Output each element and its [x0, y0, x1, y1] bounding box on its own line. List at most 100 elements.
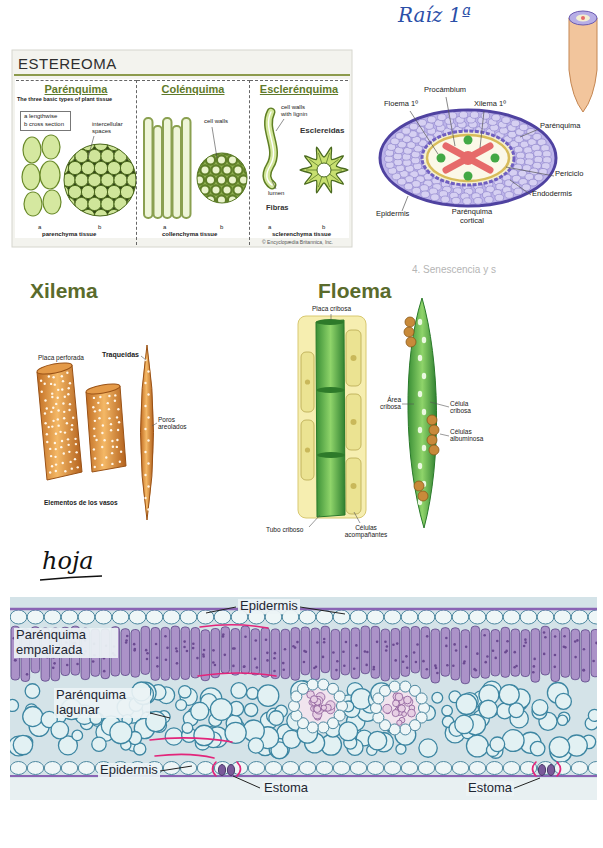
companion-cell: [346, 458, 361, 514]
chloroplast: [474, 669, 477, 672]
palisade-cells: [271, 629, 280, 679]
upper-epidermis: [418, 610, 435, 624]
pit-pores: [64, 431, 66, 433]
pit-pores: [72, 417, 74, 419]
palisade-cells: [521, 630, 530, 677]
lower-epidermis: [180, 762, 196, 775]
pit-pores: [120, 451, 122, 453]
pink-annotation: [213, 762, 217, 776]
pit-pores: [46, 433, 48, 435]
pit-pores: [116, 416, 118, 418]
palisade-cells: [441, 628, 450, 677]
estereoma-panel: [12, 50, 352, 247]
leader-line: [300, 607, 345, 614]
chloroplast: [582, 669, 585, 672]
pit-pores: [50, 383, 52, 385]
panel-letter: b: [220, 224, 223, 231]
chloroplast: [384, 640, 387, 643]
chloroplast: [483, 634, 486, 637]
spongy-cells: [231, 683, 247, 699]
sclereid: [330, 159, 339, 165]
part-label: Traqueidas: [102, 351, 139, 359]
leaf-micrograph: [10, 597, 597, 800]
collenchyma-cross-section: [206, 155, 215, 164]
nucleus: [351, 419, 357, 425]
chloroplast: [294, 646, 297, 649]
palisade-cells: [321, 626, 330, 672]
sieve-plate: [316, 319, 345, 458]
spongy-cells: [555, 693, 571, 709]
palisade-cells: [421, 627, 430, 679]
companion-cell: [301, 420, 314, 480]
phloem-strand: [464, 172, 473, 181]
guard-cell: [218, 765, 225, 776]
pit-pores: [63, 452, 65, 454]
sclereid: [300, 147, 348, 193]
pit-pores: [147, 416, 149, 418]
sieve-area: [418, 319, 426, 505]
spongy-cells: [110, 722, 132, 744]
phloem-strand: [464, 136, 473, 145]
sclereid: [318, 153, 321, 163]
upper-epidermis: [537, 610, 554, 624]
leader-line: [160, 766, 192, 771]
panel-letter: b: [322, 224, 325, 231]
palisade-cells: [471, 626, 480, 678]
upper-epidermis: [452, 610, 469, 624]
leader-line: [512, 778, 540, 789]
palisade-cells: [131, 630, 140, 678]
vascular-bundle: [294, 684, 342, 728]
chloroplast: [232, 665, 235, 668]
palisade-cells: [501, 627, 510, 677]
part-label: Célula cribosa: [450, 400, 490, 415]
pit-pores: [46, 407, 48, 409]
leader-line: [410, 111, 438, 154]
lower-epidermis: [418, 762, 434, 775]
sieve-plate: [317, 452, 345, 458]
section-title: Floema: [318, 279, 392, 303]
pit-pores: [105, 456, 107, 458]
pit-pores: [57, 389, 59, 391]
collenchyma-cross-section: [250, 195, 259, 204]
pit-pores: [66, 372, 68, 374]
companion-cell: [346, 394, 361, 450]
vessel-element: [36, 361, 126, 480]
albuminous-cell: [406, 337, 416, 347]
leaf-micrograph: [10, 597, 597, 800]
pit-pores: [93, 448, 95, 450]
sieve-tube: [316, 320, 345, 517]
vessel-element: [86, 386, 126, 472]
leader-line: [309, 515, 320, 527]
upper-epidermis: [520, 610, 537, 624]
lower-epidermis: [469, 762, 485, 775]
column-heading: Parénquima: [45, 83, 108, 95]
pit-pores: [51, 396, 53, 398]
chloroplast: [332, 651, 335, 654]
leader-line: [510, 180, 531, 195]
lower-epidermis: [554, 762, 570, 775]
palisade-cells: [181, 627, 190, 679]
root-tip: [569, 18, 597, 112]
chloroplast: [532, 671, 535, 674]
leader-line: [88, 136, 94, 158]
pit-pores: [97, 402, 99, 404]
pit-pores: [54, 456, 56, 458]
collenchyma-cross-section: [200, 165, 209, 174]
albuminous-cell: [427, 435, 437, 445]
palisade-cells: [411, 626, 420, 672]
vascular-bundle: [400, 724, 411, 735]
lower-epidermis: [61, 762, 77, 775]
spongy-cells: [10, 699, 19, 711]
pit-pores: [66, 422, 68, 424]
chloroplast: [156, 665, 159, 668]
spongy-cells: [210, 699, 232, 721]
chloroplast: [273, 657, 276, 660]
spongy-cells: [182, 723, 193, 734]
chloroplast: [476, 652, 479, 655]
lower-epidermis: [44, 762, 60, 775]
leader-line: [331, 314, 332, 320]
chloroplast: [455, 649, 458, 652]
parenchyma-cells: [24, 192, 42, 216]
upper-epidermis: [503, 610, 520, 624]
pit-pores: [147, 508, 149, 510]
